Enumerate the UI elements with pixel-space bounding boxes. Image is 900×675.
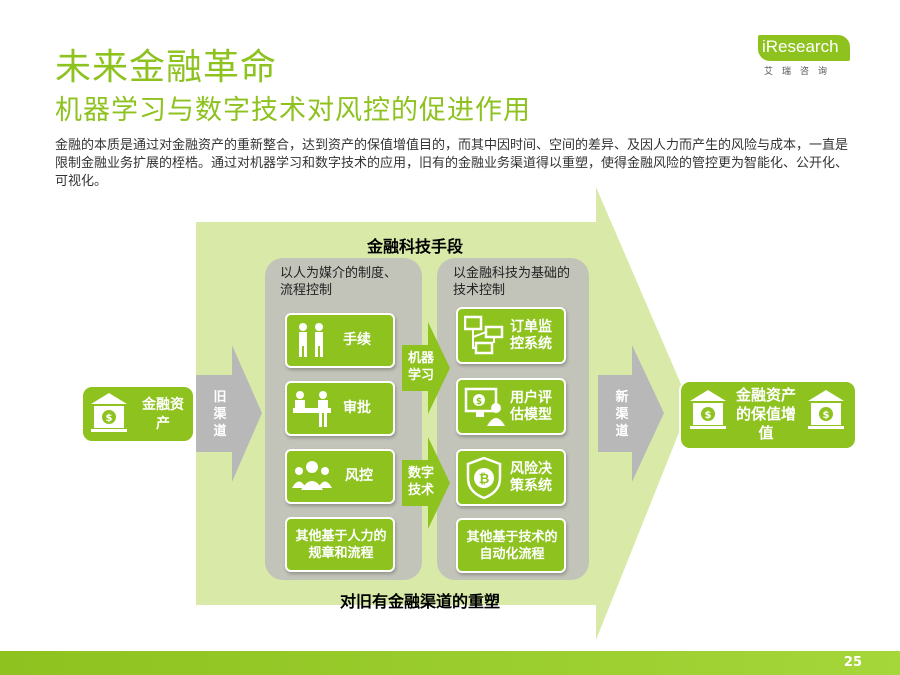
- right-node-label: 金融资产的保值增值: [735, 386, 796, 442]
- box-user-model: $ 用户评估模型: [456, 378, 566, 435]
- user-monitor-icon: $: [464, 387, 505, 426]
- other-auto-label: 其他基于技术的自动化流程: [466, 530, 558, 562]
- top-heading: 金融科技手段: [366, 237, 463, 256]
- left-node-label: 金融资产: [142, 397, 184, 432]
- box-other-auto: 其他基于技术的自动化流程: [456, 518, 566, 573]
- risk-decision-label: 风险决策系统: [510, 461, 552, 494]
- bottom-heading: 对旧有金融渠道的重塑: [339, 592, 500, 611]
- order-monitor-label: 订单监控系统: [510, 319, 552, 352]
- ml-arrow: [402, 322, 450, 414]
- dt-label: 数字技术: [407, 466, 434, 498]
- svg-text:₿: ₿: [479, 472, 490, 487]
- box-procedure: 手续: [285, 313, 395, 368]
- footer-bar: [0, 651, 900, 675]
- page-title: 未来金融革命: [55, 47, 278, 88]
- left-group-title: 以人为媒介的制度、流程控制: [280, 266, 398, 298]
- page-number: 25: [843, 655, 862, 670]
- other-manual-label: 其他基于人力的规章和流程: [295, 529, 387, 561]
- svg-text:$: $: [823, 410, 830, 421]
- box-risk-decision: ₿ 风险决策系统: [456, 449, 566, 506]
- right-group-title: 以金融科技为基础的技术控制: [453, 266, 571, 298]
- flowchart-icon: [464, 315, 504, 355]
- user-model-label: 用户评估模型: [510, 390, 552, 423]
- page-subtitle: 机器学习与数字技术对风控的促进作用: [55, 95, 531, 126]
- ml-label: 机器学习: [407, 351, 434, 383]
- dt-arrow: [402, 437, 450, 529]
- svg-text:$: $: [705, 410, 712, 421]
- box-other-manual: 其他基于人力的规章和流程: [285, 517, 395, 572]
- group-icon: [292, 461, 332, 490]
- old-channel-label: 旧渠道: [213, 390, 227, 439]
- procedure-label: 手续: [343, 332, 371, 348]
- bank-icon: $: [690, 390, 726, 429]
- old-channel-arrow: [196, 345, 262, 482]
- right-node-box: [679, 380, 857, 450]
- box-risk-control: 风控: [285, 449, 395, 504]
- counter-service-icon: [293, 391, 331, 427]
- svg-text:$: $: [106, 413, 113, 424]
- iresearch-logo: iResearch 艾瑞咨询: [758, 35, 853, 79]
- bank-icon: $: [91, 393, 127, 432]
- logo-text: iResearch: [762, 37, 839, 56]
- new-channel-label: 新渠道: [615, 390, 629, 439]
- new-channel-arrow: [598, 345, 664, 482]
- people-icon: [299, 323, 323, 357]
- box-order-monitor: 订单监控系统: [456, 307, 566, 364]
- svg-text:$: $: [476, 397, 482, 407]
- box-approval: 审批: [285, 381, 395, 436]
- shield-bitcoin-icon: ₿: [466, 456, 502, 500]
- intro-paragraph: 金融的本质是通过对金融资产的重新整合，达到资产的保值增值目的，而其中因时间、空间…: [55, 138, 849, 189]
- logo-subtext: 艾瑞咨询: [764, 67, 837, 77]
- approval-label: 审批: [343, 400, 371, 416]
- bank-icon: $: [808, 390, 844, 429]
- risk-control-label: 风控: [345, 468, 373, 484]
